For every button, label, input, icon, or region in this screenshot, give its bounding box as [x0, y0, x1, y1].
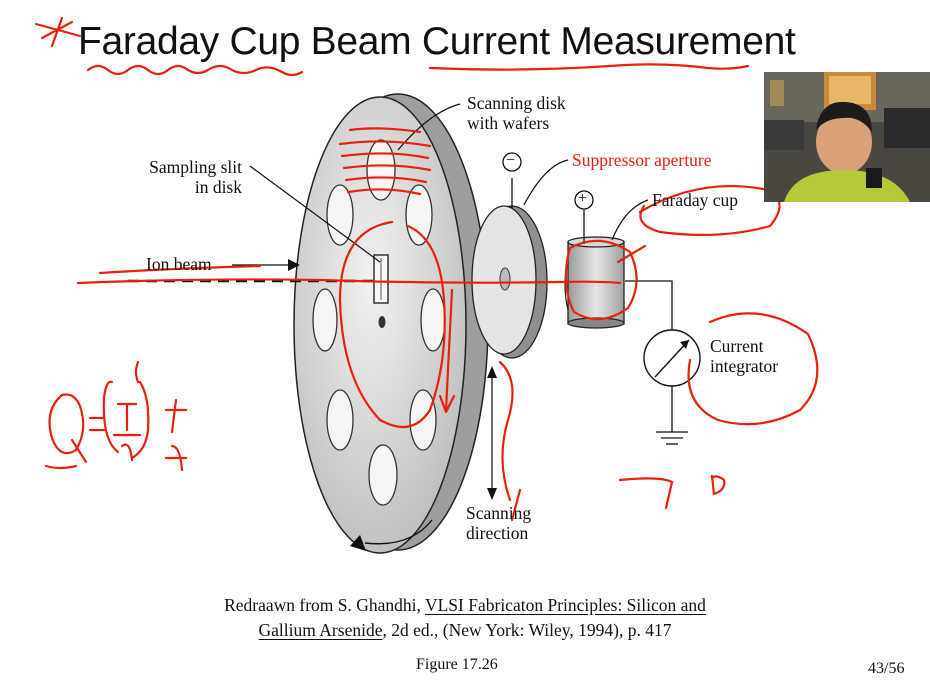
- scanning-disk-label-line-1: Scanning disk: [467, 93, 566, 113]
- plus-terminal-icon: [574, 190, 594, 210]
- scanning-direction-label: Scanning direction: [466, 503, 531, 543]
- citation-line-2: Gallium Arsenide, 2d ed., (New York: Wil…: [0, 619, 930, 641]
- circuit-wiring: [511, 178, 688, 445]
- citation-suffix: , 2d ed., (New York: Wiley, 1994), p. 41…: [382, 620, 672, 640]
- ion-beam-label: Ion beam: [146, 254, 212, 274]
- current-integrator-label-line-1: Current: [710, 336, 764, 356]
- current-integrator-label-line-2: integrator: [710, 356, 779, 376]
- faraday-cup-label: Faraday cup: [652, 190, 739, 210]
- current-integrator-meter: [643, 329, 701, 387]
- citation-book-title-part-2: Gallium Arsenide: [258, 620, 383, 640]
- page-number: 43/56: [868, 660, 905, 677]
- sampling-slit-label-line-1: Sampling slit: [149, 157, 242, 177]
- suppressor-aperture-label: Suppressor aperture: [572, 150, 712, 170]
- minus-terminal-icon: [502, 152, 522, 172]
- scanning-direction-label-line-2: direction: [466, 523, 529, 543]
- plus-sign: +: [578, 190, 588, 207]
- presenter-video-frame: [764, 72, 930, 202]
- scanning-disk-label-line-2: with wafers: [467, 113, 550, 133]
- faraday-cup: [564, 236, 625, 329]
- citation-book-title-part-1: VLSI Fabricaton Principles: Silicon and: [424, 595, 706, 615]
- sampling-slit-label-line-2: in disk: [194, 177, 242, 197]
- citation-prefix: Redraawn from S. Ghandhi,: [224, 595, 425, 615]
- scanning-direction-arrow: [487, 366, 497, 500]
- scanning-direction-label-line-1: Scanning: [466, 503, 532, 523]
- rotation-arrow: [350, 519, 433, 551]
- citation-line-1: Redraawn from S. Ghandhi, VLSI Fabricato…: [0, 594, 930, 616]
- figure-label: Figure 17.26: [416, 656, 498, 673]
- label-leader-lines: [232, 103, 649, 266]
- presenter-webcam: [764, 72, 930, 202]
- minus-sign: −: [506, 152, 516, 169]
- red-pen-annotations: [34, 16, 819, 522]
- scanning-disk: [293, 93, 489, 554]
- sampling-slit-label: Sampling slit in disk: [112, 157, 242, 197]
- slide-title: Faraday Cup Beam Current Measurement: [78, 20, 796, 63]
- scanning-disk-label: Scanning disk with wafers: [467, 93, 566, 133]
- ion-beam-arrow-icon: [288, 259, 300, 271]
- current-integrator-label: Current integrator: [710, 336, 778, 376]
